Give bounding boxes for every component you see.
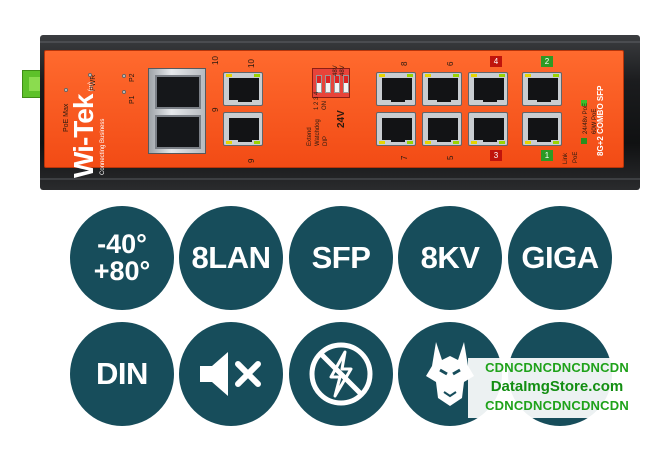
rj45-port-9[interactable] — [223, 112, 263, 146]
rj45-port-4[interactable] — [468, 72, 508, 106]
watermark-line-3: CDNCDNCDNCDNCDN — [485, 398, 629, 413]
led-label-p2: P2 — [129, 73, 136, 82]
led-label-poe-max: PoE Max — [63, 103, 70, 132]
rj45-port-1[interactable] — [522, 112, 562, 146]
poe-max-led — [64, 88, 68, 92]
lan-tag-3: 3 — [490, 150, 502, 161]
feature-surge — [289, 322, 393, 426]
rj45-port-num-10: 10 — [247, 59, 256, 68]
dip-numbers: 1 2 3 4 — [314, 91, 320, 110]
poe-legend-dark — [581, 138, 587, 144]
pwr-led — [88, 73, 92, 77]
sfp-port-num-bottom: 9 — [211, 107, 220, 112]
rj45-port-8[interactable] — [376, 72, 416, 106]
sfp-port-top[interactable] — [155, 75, 201, 109]
lan-num-7: 7 — [400, 155, 409, 160]
watermark: CDNCDNCDNCDNCDN DataImgStore.com CDNCDNC… — [468, 358, 646, 418]
dip-legend: Extend Watchdog DIP — [307, 119, 329, 146]
lan-num-6: 6 — [446, 61, 455, 66]
voltage-label: 24V — [336, 110, 347, 128]
p1-led — [122, 90, 126, 94]
poe-voltage: 24/48v PoE — [583, 102, 589, 134]
poe-label: PoE — [573, 151, 579, 163]
rj45-port-2[interactable] — [522, 72, 562, 106]
watermark-line-1: CDNCDNCDNCDNCDN — [485, 360, 629, 375]
sfp-cage — [148, 68, 206, 154]
lan-tag-4: 4 — [490, 56, 502, 67]
feature-8kv: 8KV — [398, 206, 502, 310]
rj45-port-num-9: 9 — [247, 158, 256, 163]
lan-num-8: 8 — [400, 61, 409, 66]
watermark-line-2: DataImgStore.com — [490, 378, 624, 395]
lan-tag-2: 2 — [541, 56, 553, 67]
brand-logo: Wi-Tek(w) — [68, 81, 99, 178]
model-label: 8G+2 COMBO SFP — [596, 85, 605, 156]
link-label: Link — [563, 152, 569, 164]
rj45-port-7[interactable] — [376, 112, 416, 146]
dip-on-label: ON — [322, 101, 328, 110]
feature-8lan: 8LAN — [179, 206, 283, 310]
feature-fanless — [179, 322, 283, 426]
feature-sfp: SFP — [289, 206, 393, 310]
led-label-p1: P1 — [129, 95, 136, 104]
sfp-port-num-top: 10 — [211, 56, 220, 65]
brand-tagline: Connecting Business — [100, 118, 106, 175]
rj45-port-3[interactable] — [468, 112, 508, 146]
lan-num-5: 5 — [446, 155, 455, 160]
rj45-port-6[interactable] — [422, 72, 462, 106]
dip-48v-top: 48V — [333, 65, 339, 76]
no-lightning-icon — [309, 342, 373, 406]
switch-device: Wi-Tek(w) Connecting Business PoE Max PW… — [0, 0, 665, 205]
rj45-port-5[interactable] — [422, 112, 462, 146]
poe-legend-green — [581, 100, 587, 106]
p2-led — [122, 74, 126, 78]
dip-48v-bottom: 48V — [340, 65, 346, 76]
sfp-port-bottom[interactable] — [155, 115, 201, 149]
speaker-mute-icon — [200, 352, 261, 396]
feature-temperature: -40° +80° — [70, 206, 174, 310]
lan-tag-1: 1 — [541, 150, 553, 161]
feature-giga: GIGA — [508, 206, 612, 310]
feature-din: DIN — [70, 322, 174, 426]
rj45-port-10[interactable] — [223, 72, 263, 106]
wolf-icon — [426, 342, 474, 406]
led-label-pwr: PWR — [90, 74, 97, 91]
dip-switch[interactable] — [312, 68, 350, 98]
